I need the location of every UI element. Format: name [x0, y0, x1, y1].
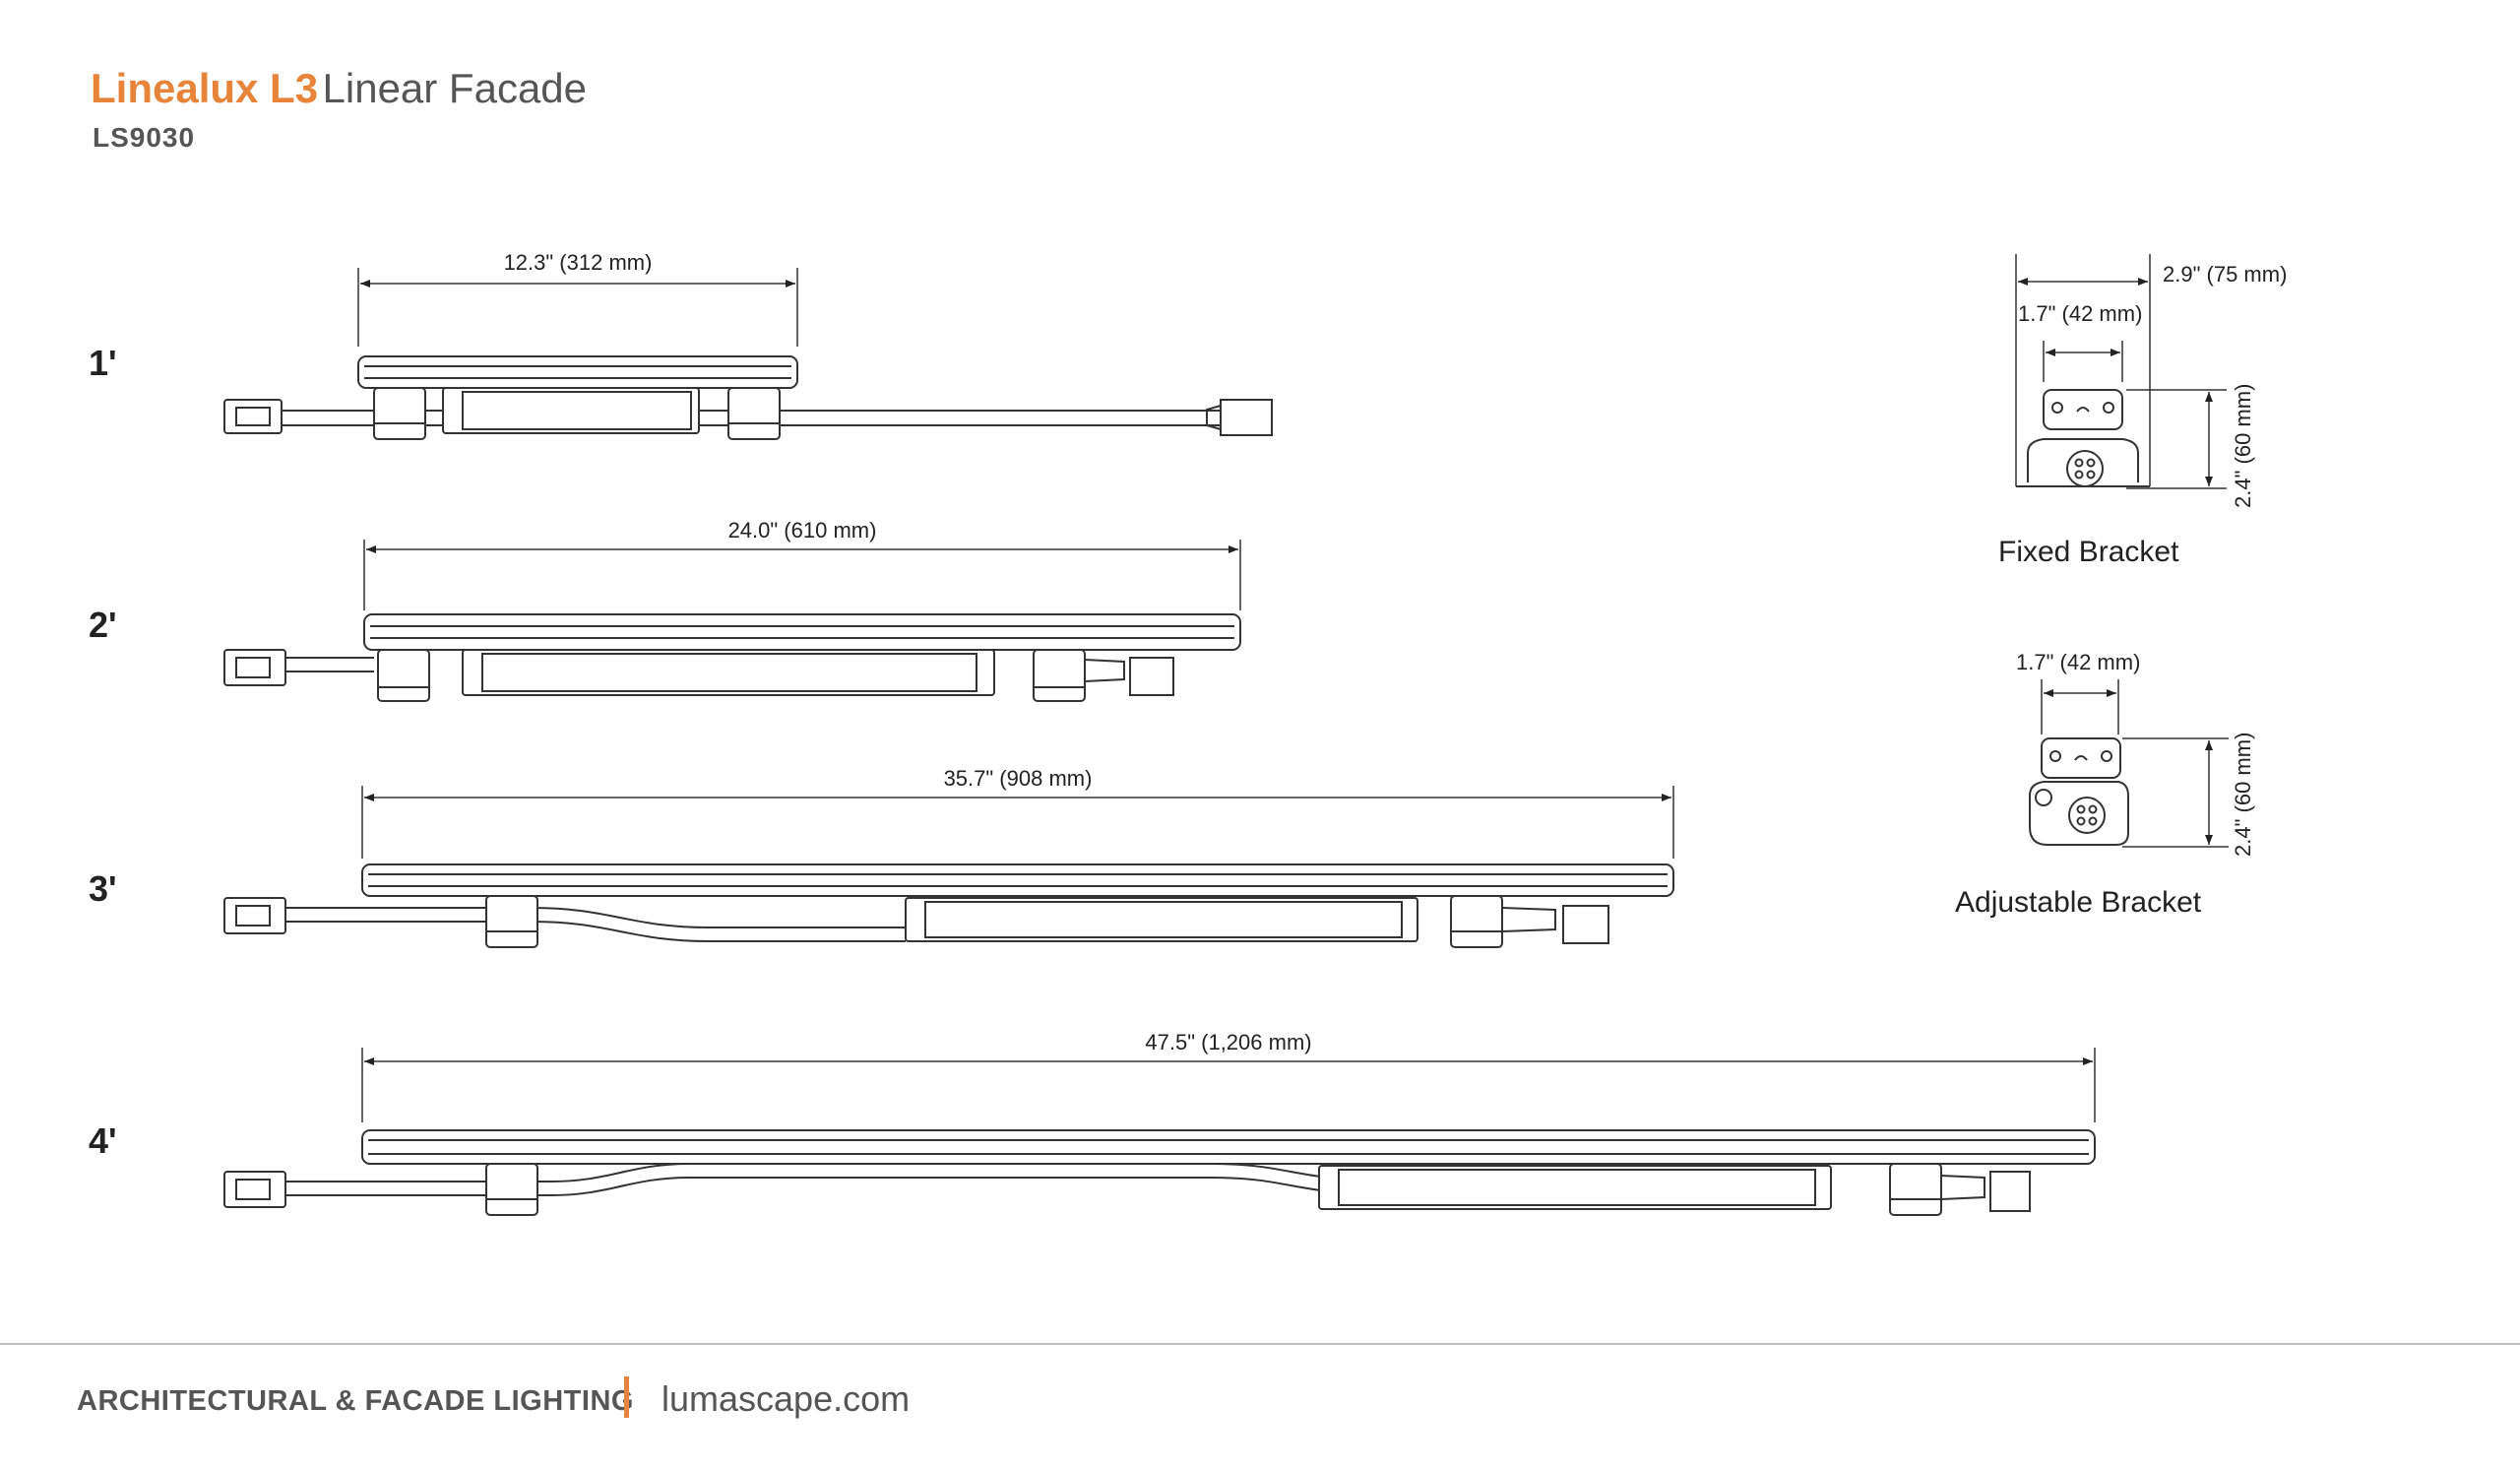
fixed-bracket-drawing: [2015, 254, 2227, 489]
dimension-label-1ft: 12.3" (312 mm): [504, 250, 653, 275]
brand-name: Linealux L3: [91, 65, 319, 111]
adjustable-bracket-height: 2.4" (60 mm): [2231, 733, 2255, 857]
fixed-bracket-overall-width: 2.9" (75 mm): [2163, 262, 2287, 287]
fixed-bracket-height: 2.4" (60 mm): [2231, 384, 2255, 508]
footer-category: ARCHITECTURAL & FACADE LIGHTING: [77, 1385, 634, 1417]
size-label-4ft: 4': [89, 1120, 117, 1161]
fixture-1ft: [223, 268, 1273, 440]
dimension-label-3ft: 35.7" (908 mm): [944, 766, 1093, 791]
fixed-bracket-width: 1.7" (42 mm): [2018, 301, 2142, 326]
footer-divider: [0, 1343, 2520, 1345]
dimension-drawings: 12.3" (312 mm) 24.0" (610 mm): [223, 250, 2287, 1216]
dimension-label-2ft: 24.0" (610 mm): [728, 518, 877, 543]
adjustable-bracket-caption: Adjustable Bracket: [1955, 886, 2202, 919]
page-title: Linealux L3 Linear Facade: [91, 65, 587, 112]
footer-separator: [624, 1376, 629, 1418]
adjustable-bracket-width: 1.7" (42 mm): [2016, 650, 2140, 674]
product-sku: LS9030: [93, 122, 196, 153]
footer-website-link[interactable]: lumascape.com: [662, 1378, 911, 1419]
size-label-3ft: 3': [89, 868, 117, 909]
fixed-bracket-caption: Fixed Bracket: [1998, 536, 2179, 568]
fixture-4ft: [223, 1048, 2096, 1216]
adjustable-bracket-drawing: [2029, 679, 2229, 848]
fixture-2ft: [223, 540, 1241, 702]
size-label-2ft: 2': [89, 605, 117, 645]
dimension-label-4ft: 47.5" (1,206 mm): [1145, 1030, 1311, 1055]
product-name: Linear Facade: [322, 65, 588, 111]
size-label-1ft: 1': [89, 343, 117, 383]
fixture-3ft: [223, 786, 1674, 948]
